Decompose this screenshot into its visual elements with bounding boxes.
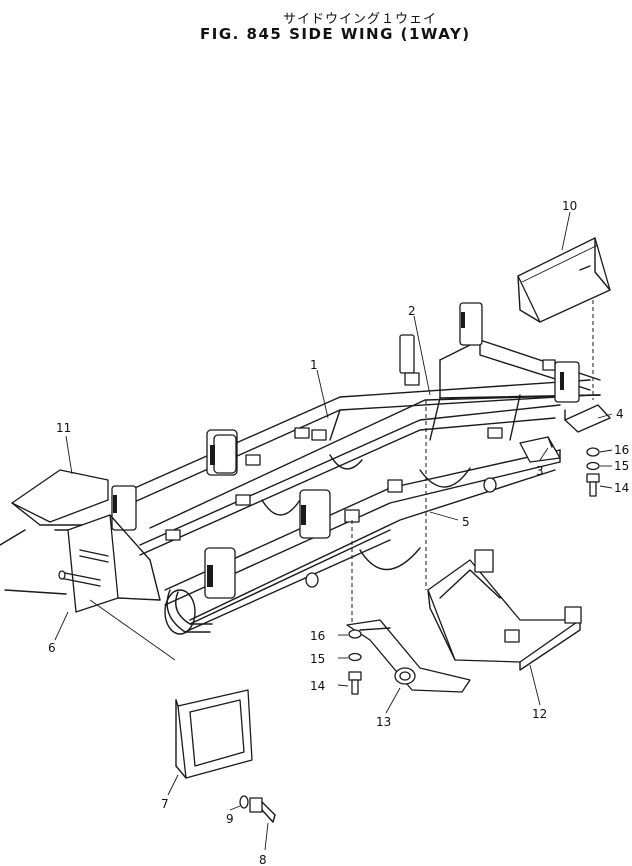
callout-16-right: 16 [614, 443, 629, 457]
part-4-bracket [564, 404, 611, 433]
callout-2: 2 [408, 304, 416, 318]
bolt-8-and-washer-9 [239, 795, 276, 823]
callout-12: 12 [532, 707, 547, 721]
part-3-plate [519, 436, 561, 463]
callouts: 1 2 3 4 5 6 7 8 9 10 11 12 13 14 15 16 1… [48, 199, 629, 866]
callout-3: 3 [536, 464, 544, 478]
leader-lines [54, 211, 613, 851]
main-frame [111, 302, 601, 635]
callout-6: 6 [48, 641, 56, 655]
callout-9: 9 [226, 812, 234, 826]
part-13-hanger-bracket [346, 619, 471, 693]
figure-title-japanese: サイドウイング１ウェイ [283, 12, 438, 27]
callout-11: 11 [56, 421, 71, 435]
callout-1: 1 [310, 358, 318, 372]
callout-14-right: 14 [614, 481, 629, 495]
callout-4: 4 [616, 407, 624, 421]
callout-7: 7 [161, 797, 169, 811]
callout-16-left: 16 [310, 629, 325, 643]
callout-5: 5 [462, 515, 470, 529]
part-7-cover-box [175, 689, 253, 779]
callout-14-left: 14 [310, 679, 325, 693]
part-11-front-cover [0, 469, 109, 546]
callout-15-right: 15 [614, 459, 629, 473]
callout-13: 13 [376, 715, 391, 729]
part-12-lower-tray [427, 549, 582, 671]
figure-title: FIG. 845 SIDE WING (1WAY) [200, 25, 471, 43]
callout-10: 10 [562, 199, 577, 213]
callout-8: 8 [259, 853, 267, 866]
part-10-box-cover [517, 237, 611, 323]
part-6-mount-plate [4, 514, 176, 661]
fastener-set-left [348, 629, 362, 695]
callout-15-left: 15 [310, 652, 325, 666]
fastener-set-right [586, 447, 600, 497]
